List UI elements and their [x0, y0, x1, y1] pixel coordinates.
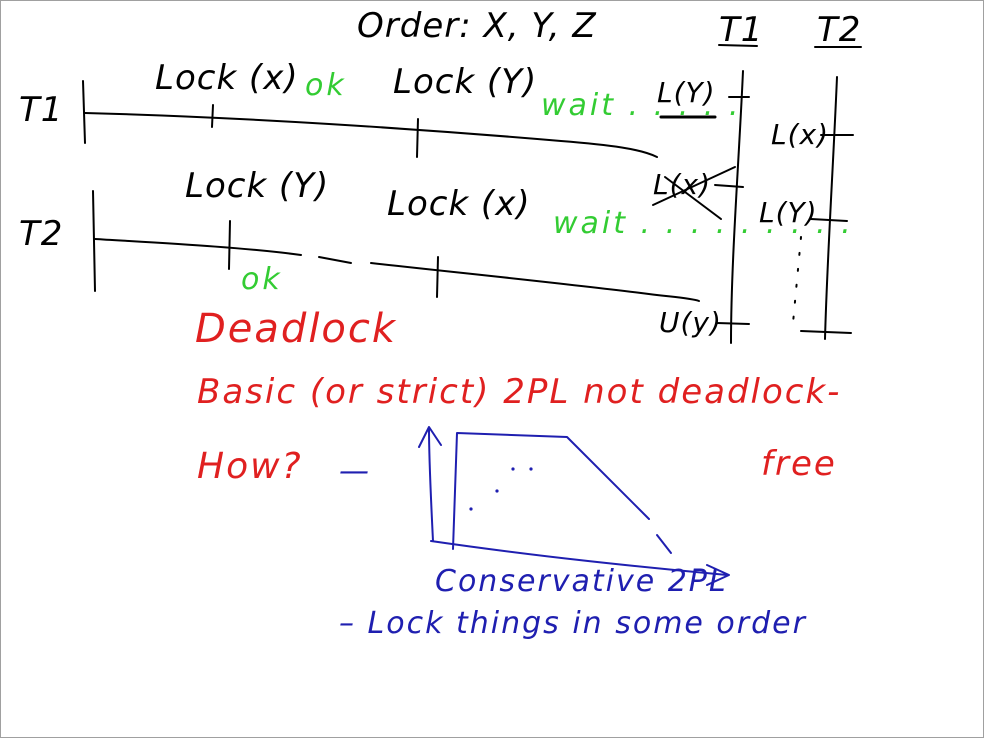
t2-gap-dash	[318, 256, 352, 264]
how-dash: —	[339, 454, 371, 489]
conservative-2pl-label: Conservative 2PL	[435, 564, 728, 599]
t2-op-lock-y: L(Y)	[759, 196, 818, 229]
t2-lock-x-tick	[436, 256, 439, 298]
t1-lock-x-tick	[211, 104, 214, 128]
t1-col-underline	[718, 44, 758, 47]
scatter-dots	[469, 467, 533, 511]
t2-col-tick-c	[800, 330, 852, 334]
t2-timeline	[94, 238, 700, 302]
t1-col-tick-c	[716, 322, 750, 325]
t2-col-tick-b	[810, 218, 848, 222]
t2-ok-label: ok	[241, 262, 283, 297]
t2-dotted-wait	[792, 236, 802, 324]
t1-col-axis	[730, 70, 744, 344]
t1-op-lock-x: L(x)	[653, 168, 712, 201]
lock-order-note: – Lock things in some order	[339, 606, 807, 641]
t2-start-tick	[92, 190, 96, 292]
t1-ok-label: ok	[305, 68, 347, 103]
t2-column-label: T2	[817, 10, 862, 50]
free-note: free	[761, 444, 837, 484]
t2-op-lock-x: L(x)	[771, 118, 830, 151]
cross-out-b	[664, 176, 722, 220]
t1-op-unlock-y: U(y)	[659, 306, 722, 339]
t2-lock-y-label: Lock (Y)	[185, 166, 330, 206]
t1-lock-y-label: Lock (Y)	[393, 62, 538, 102]
t1-timeline	[84, 112, 658, 158]
lock-profile	[452, 432, 650, 550]
deadlock-note: Deadlock	[195, 306, 398, 352]
lock-profile-dash	[656, 534, 672, 554]
t2-row-label: T2	[19, 214, 64, 254]
t2-lock-x-label: Lock (x)	[387, 184, 531, 224]
t2-lock-y-tick	[228, 220, 231, 270]
how-question: How?	[197, 446, 303, 487]
time-arrow	[430, 540, 730, 586]
order-heading: Order: X, Y, Z	[357, 6, 597, 46]
lock-growth-arrow	[418, 426, 442, 542]
t1-op-lock-y: L(Y)	[657, 76, 716, 109]
t2-col-axis	[824, 76, 838, 340]
t1-wait-label: wait . . . . .	[541, 88, 742, 123]
t1-start-tick	[82, 80, 86, 144]
t1-lock-y-tick	[416, 118, 419, 158]
t1-lock-x-label: Lock (x)	[155, 58, 299, 98]
t2-wait-label: wait . . . . . . . . .	[553, 206, 854, 241]
t1-column-label: T1	[719, 10, 764, 50]
t1-row-label: T1	[19, 90, 64, 130]
cross-out-a	[652, 166, 736, 206]
t1-col-tick-b	[714, 184, 744, 188]
basic-2pl-note: Basic (or strict) 2PL not deadlock-	[197, 372, 842, 412]
